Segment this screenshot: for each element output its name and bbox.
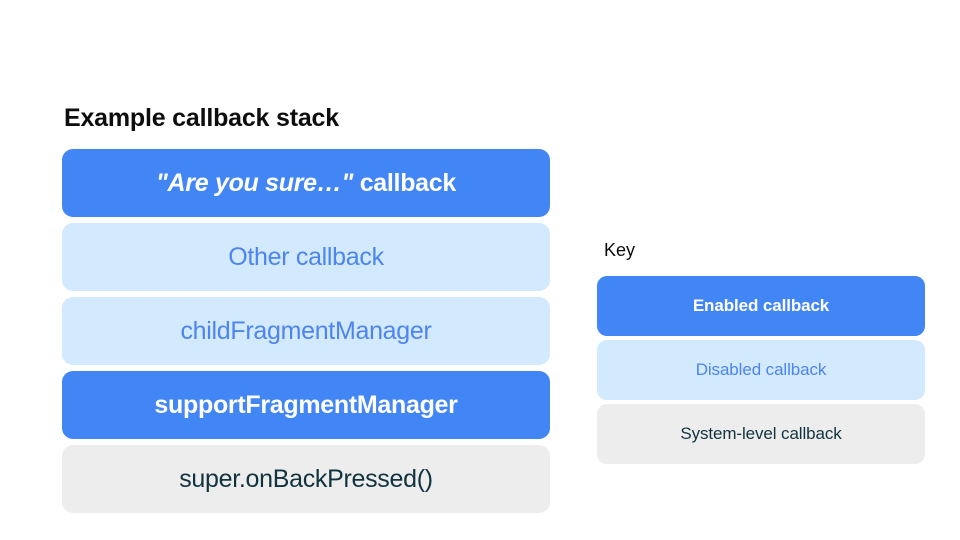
stack-card-support-fragment-manager[interactable]: supportFragmentManager: [62, 371, 550, 439]
stack-card-child-fragment-manager[interactable]: childFragmentManager: [62, 297, 550, 365]
key-title: Key: [604, 240, 636, 260]
stack-card-label: supportFragmentManager: [154, 391, 458, 419]
key-item-disabled-callback: Disabled callback: [597, 340, 925, 400]
callback-stack-panel: Example callback stack "Are you sure…" c…: [62, 102, 550, 513]
stack-card-are-you-sure[interactable]: "Are you sure…" callback: [62, 149, 550, 217]
key-item-label: Disabled callback: [695, 360, 827, 379]
stack-card-label: Other callback: [228, 243, 384, 271]
stack-card-super-on-back-pressed[interactable]: super.onBackPressed(): [62, 445, 550, 513]
stack-title: Example callback stack: [64, 104, 339, 132]
stack-card-label: super.onBackPressed(): [179, 465, 433, 493]
stack-card-list: "Are you sure…" callback Other callback …: [62, 149, 550, 513]
key-item-list: Enabled callback Disabled callback Syste…: [597, 276, 925, 464]
stack-card-label-quoted: "Are you sure…": [156, 169, 354, 197]
stack-card-label: childFragmentManager: [180, 317, 432, 345]
key-item-system-level-callback: System-level callback: [597, 404, 925, 464]
stack-card-label: "Are you sure…" callback: [156, 168, 456, 198]
key-item-enabled-callback: Enabled callback: [597, 276, 925, 336]
key-item-label: Enabled callback: [692, 296, 830, 315]
stack-card-other-callback[interactable]: Other callback: [62, 223, 550, 291]
key-panel: Key Enabled callback Disabled callback S…: [597, 238, 925, 464]
key-item-label: System-level callback: [680, 424, 842, 443]
stack-card-label-plain: callback: [353, 169, 457, 197]
